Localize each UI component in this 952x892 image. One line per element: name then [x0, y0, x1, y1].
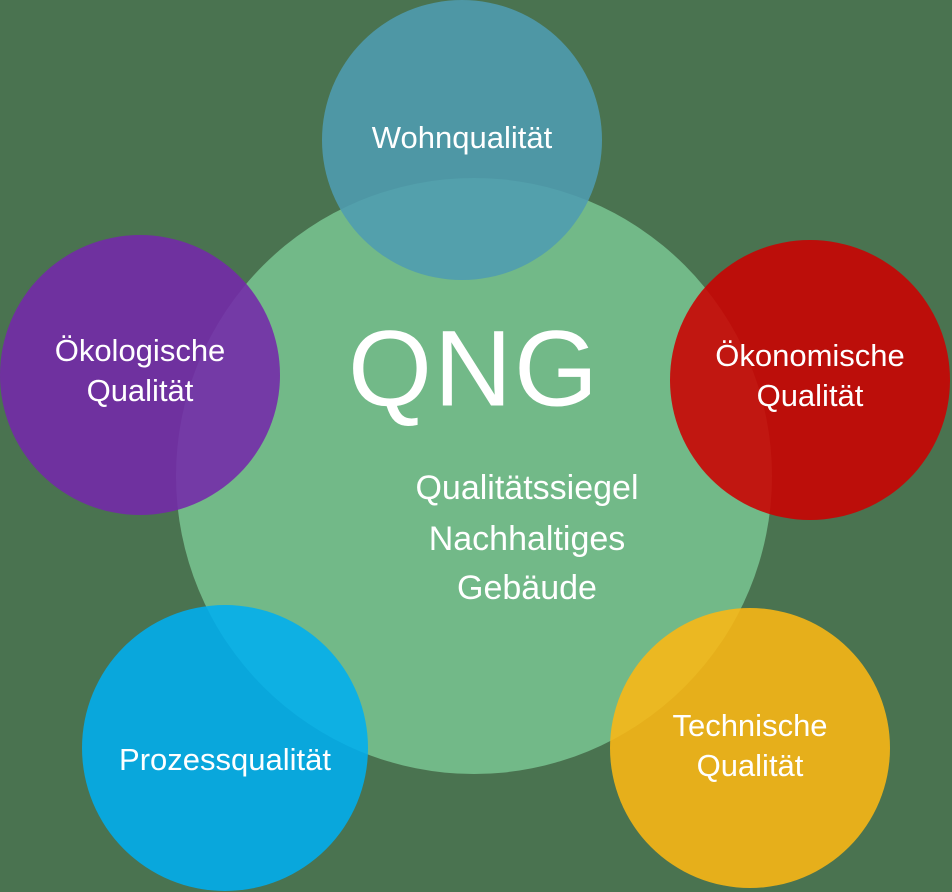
satellite-circle-wohnqualitaet[interactable]: [322, 0, 602, 280]
satellite-label-oekologische-qualitaet-line-1: Ökologische: [55, 333, 226, 368]
satellite-label-technische-qualitaet-line-1: Technische: [672, 708, 827, 743]
satellite-label-prozessqualitaet-line-1: Prozessqualität: [119, 742, 331, 777]
satellite-label-oekologische-qualitaet-line-2: Qualität: [87, 373, 194, 408]
satellite-label-oekonomische-qualitaet-line-1: Ökonomische: [715, 338, 905, 373]
center-circle-qng[interactable]: [176, 178, 772, 774]
satellite-circle-oekologische-qualitaet[interactable]: [0, 235, 280, 515]
satellite-label-oekonomische-qualitaet-line-2: Qualität: [757, 378, 864, 413]
satellite-circle-technische-qualitaet[interactable]: [610, 608, 890, 888]
center-acronym-label: QNG: [348, 308, 600, 429]
satellite-label-wohnqualitaet-line-1: Wohnqualität: [372, 120, 553, 155]
center-subtitle-line-3: Gebäude: [457, 569, 597, 607]
satellite-circle-prozessqualitaet[interactable]: [82, 605, 368, 891]
center-subtitle-line-1: Qualitätssiegel: [415, 469, 638, 507]
center-subtitle-line-2: Nachhaltiges: [429, 520, 626, 558]
center-text-group: QNG Qualitätssiegel Nachhaltiges Gebäude: [348, 308, 639, 607]
satellite-label-technische-qualitaet-line-2: Qualität: [697, 748, 804, 783]
satellite-circle-oekonomische-qualitaet[interactable]: [670, 240, 950, 520]
